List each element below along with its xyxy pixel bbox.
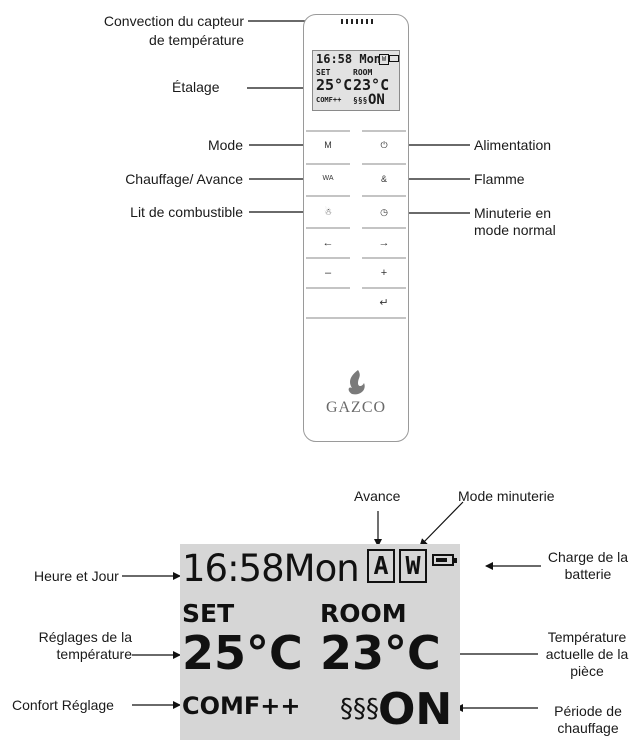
lcd-day: Mon — [283, 547, 360, 590]
remote-lcd-room: ROOM — [353, 68, 373, 77]
lcd-time: 16:58 — [182, 547, 285, 590]
label-settings: Réglages de la — [38, 629, 132, 645]
enter-button[interactable]: ↵ — [379, 297, 389, 309]
label-heat-advance: Chauffage/ Avance — [125, 171, 243, 187]
label-sensor-2: de température — [149, 32, 244, 48]
remote-display: 16:58 Mon W SET ROOM 25°C 23°C COMF++ §§… — [312, 50, 400, 111]
label-display: Étalage — [172, 79, 220, 95]
timer-mode-arrow — [419, 501, 464, 547]
lcd-room-temp: 23°C — [320, 626, 441, 680]
label-mode: Mode — [207, 137, 243, 153]
flame-logo-icon — [348, 370, 365, 395]
label-timer-mode: Mode minuterie — [458, 488, 555, 504]
heat-advance-button[interactable]: WA — [322, 175, 334, 182]
remote-lcd-set-temp: 25°C — [316, 76, 353, 94]
right-button[interactable]: → — [378, 237, 390, 249]
heat-wave-icon: §§§ — [340, 694, 379, 724]
label-room-2: actuelle de la — [545, 646, 629, 662]
label-battery-2: batterie — [564, 566, 612, 582]
remote-lcd-room-temp: 23°C — [353, 76, 390, 94]
remote-lcd-comfort: COMF++ — [316, 96, 342, 104]
label-battery: Charge de la — [547, 549, 629, 565]
fuel-bed-button[interactable]: ☃ — [323, 207, 333, 217]
label-comfort: Confort Réglage — [12, 697, 114, 713]
lcd-set-temp: 25°C — [182, 626, 303, 680]
mode-button[interactable]: M — [324, 140, 332, 150]
label-time-day: Heure et Jour — [34, 568, 119, 584]
label-settings-2: température — [56, 646, 132, 662]
label-power: Alimentation — [474, 137, 552, 153]
power-button[interactable]: ⏻ — [380, 140, 388, 150]
label-heat-period-2: chauffage — [557, 720, 619, 736]
remote-lcd-on: ON — [368, 92, 385, 108]
minus-button[interactable]: – — [324, 267, 332, 279]
advance-indicator: A — [367, 549, 395, 583]
plus-button[interactable]: + — [380, 267, 388, 279]
label-heat-period: Période de — [554, 703, 622, 719]
lcd-set-label: SET — [182, 599, 235, 628]
label-timer-2: mode normal — [474, 222, 556, 238]
remote-lcd-battery — [389, 55, 399, 62]
battery-icon — [432, 554, 454, 566]
remote-lcd-timer-box: W — [379, 54, 389, 65]
brand-logo: GAZCO — [325, 399, 387, 416]
flame-button[interactable]: & — [380, 174, 387, 184]
label-fuel-bed: Lit de combustible — [130, 204, 243, 220]
lcd-comfort: COMF++ — [182, 692, 301, 720]
remote-lcd-time: 16:58 — [316, 52, 353, 66]
remote-lcd-day: Mon — [359, 52, 382, 66]
lcd-room-label: ROOM — [320, 599, 407, 628]
timer-mode-indicator: W — [399, 549, 427, 583]
lcd-display: 16:58Mon A W SET ROOM 25°C 23°C COMF++ §… — [180, 544, 460, 740]
label-sensor: Convection du capteur — [103, 13, 244, 29]
label-room: Température — [547, 629, 627, 645]
label-timer: Minuterie en — [474, 205, 552, 221]
label-room-3: pièce — [570, 663, 604, 679]
left-button[interactable]: ← — [322, 237, 334, 249]
label-advance: Avance — [354, 488, 401, 504]
sensor-grille — [341, 19, 373, 24]
remote-lcd-set: SET — [316, 68, 331, 77]
lcd-on: ON — [378, 684, 453, 735]
remote-lcd-heat-icon: §§§ — [353, 96, 368, 105]
timer-button[interactable]: ◷ — [380, 207, 388, 217]
label-flame: Flamme — [474, 171, 525, 187]
